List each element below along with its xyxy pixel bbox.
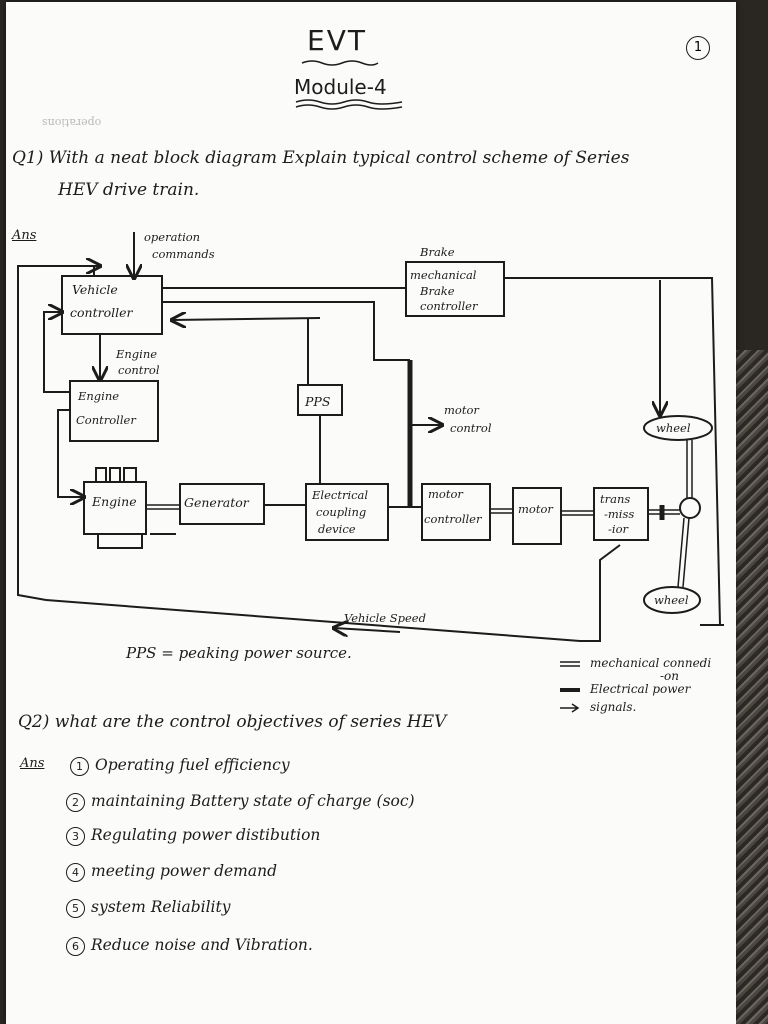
objective-number: 3 [66, 826, 85, 846]
legend-electrical-text: Electrical power [590, 682, 691, 696]
engine-block [83, 467, 147, 549]
engine-label: Engine [91, 494, 137, 509]
pps-note: PPS = peaking power source. [126, 644, 352, 662]
brake-label-3: controller [420, 299, 479, 313]
motor-controller-label-2: controller [424, 512, 483, 526]
engine-control-label-1: Engine [115, 347, 157, 361]
objective-number: 6 [66, 936, 85, 956]
motor-control-label-1: motor [444, 403, 480, 417]
vehicle-controller-label-1: Vehicle [72, 282, 118, 297]
q1-question-line1: Q1) With a neat block diagram Explain ty… [12, 148, 629, 168]
objective-item: 6 Reduce noise and Vibration. [66, 936, 313, 956]
coupling-label-2: coupling [316, 505, 366, 519]
motor-label: motor [518, 502, 554, 516]
objective-number: 1 [70, 756, 89, 776]
legend-mechanical-cont: -on [660, 669, 680, 683]
double-line-icon [560, 660, 580, 667]
objective-text: system Reliability [91, 898, 231, 916]
transmission-label-3: -ior [608, 522, 629, 536]
q1-text-line1: With a neat block diagram Explain typica… [48, 148, 630, 168]
electrical-power-links [264, 360, 422, 508]
objective-text: Operating fuel efficiency [95, 756, 290, 774]
legend-signals-text: signals. [590, 700, 637, 714]
motor-controller-block [421, 483, 491, 541]
legend-mechanical-text: mechanical connedi [590, 656, 712, 670]
q2-answer-tag: Ans [20, 756, 45, 771]
vehicle-controller-label-2: controller [70, 305, 133, 320]
wheel-bottom-label: wheel [654, 593, 689, 607]
brake-label-2: Brake [419, 284, 455, 298]
motor-control-label-2: control [450, 421, 492, 435]
objective-number: 4 [66, 862, 85, 882]
objective-number: 2 [66, 792, 85, 812]
q1-text-line2: HEV drive train. [58, 180, 200, 200]
motor-block [512, 487, 562, 545]
q2-text: what are the control objectives of serie… [54, 712, 447, 732]
engine-controller-label-2: Controller [76, 413, 137, 427]
objective-text: meeting power demand [91, 862, 278, 880]
thick-line-icon [560, 687, 580, 692]
objective-text: Reduce noise and Vibration. [91, 936, 313, 954]
operation-commands-label-1: operation [144, 230, 200, 244]
objective-item: 3 Regulating power distibution [66, 826, 320, 846]
legend: mechanical connedi -on Electrical power … [560, 656, 711, 714]
differential-icon [679, 497, 701, 519]
background-fabric [735, 350, 768, 1024]
coupling-label-1: Electrical [311, 488, 368, 502]
module-underline [295, 99, 403, 110]
objective-item: 5 system Reliability [66, 898, 230, 918]
objective-text: maintaining Battery state of charge (soc… [91, 792, 415, 810]
pps-label: PPS [304, 394, 330, 409]
operation-commands-label-2: commands [152, 247, 215, 261]
q1-answer-tag: Ans [12, 228, 37, 243]
signal-lines [17, 266, 724, 642]
brake-label-1: mechanical [410, 268, 477, 282]
wheel-top-label: wheel [656, 421, 691, 435]
title-underline [301, 60, 379, 66]
objective-item: 2 maintaining Battery state of charge (so… [66, 792, 415, 812]
engine-controller-label-1: Engine [77, 389, 119, 403]
wheel-top-icon [643, 415, 713, 441]
objective-item: 1 Operating fuel efficiency [70, 756, 290, 776]
vehicle-speed-label: Vehicle Speed [344, 611, 426, 625]
generator-label: Generator [184, 495, 250, 510]
motor-controller-label-1: motor [428, 487, 464, 501]
brake-title: Brake [419, 245, 455, 259]
q2-question: Q2) what are the control objectives of s… [18, 712, 446, 732]
wheel-bottom-icon [643, 586, 701, 614]
engine-control-label-2: control [118, 363, 160, 377]
objective-number: 5 [66, 898, 85, 918]
page-number: 1 [686, 36, 710, 60]
electrical-coupling-device-block [305, 483, 389, 541]
q2-label: Q2) [18, 712, 50, 732]
legend-electrical: Electrical power [560, 682, 711, 696]
notebook-page [6, 2, 736, 1024]
arrow-icon [560, 702, 580, 713]
legend-mechanical: mechanical connedi [560, 656, 711, 670]
objective-text: Regulating power distibution [91, 826, 321, 844]
module-title: Module-4 [294, 75, 387, 99]
objective-item: 4 meeting power demand [66, 862, 277, 882]
transmission-label-2: -miss [604, 507, 634, 521]
transmission-label-1: trans [600, 492, 630, 506]
legend-signals: signals. [560, 700, 711, 714]
q1-label: Q1) [12, 148, 44, 168]
mechanical-links [146, 440, 693, 588]
coupling-label-3: device [318, 522, 356, 536]
page-title: EVT [307, 24, 367, 57]
